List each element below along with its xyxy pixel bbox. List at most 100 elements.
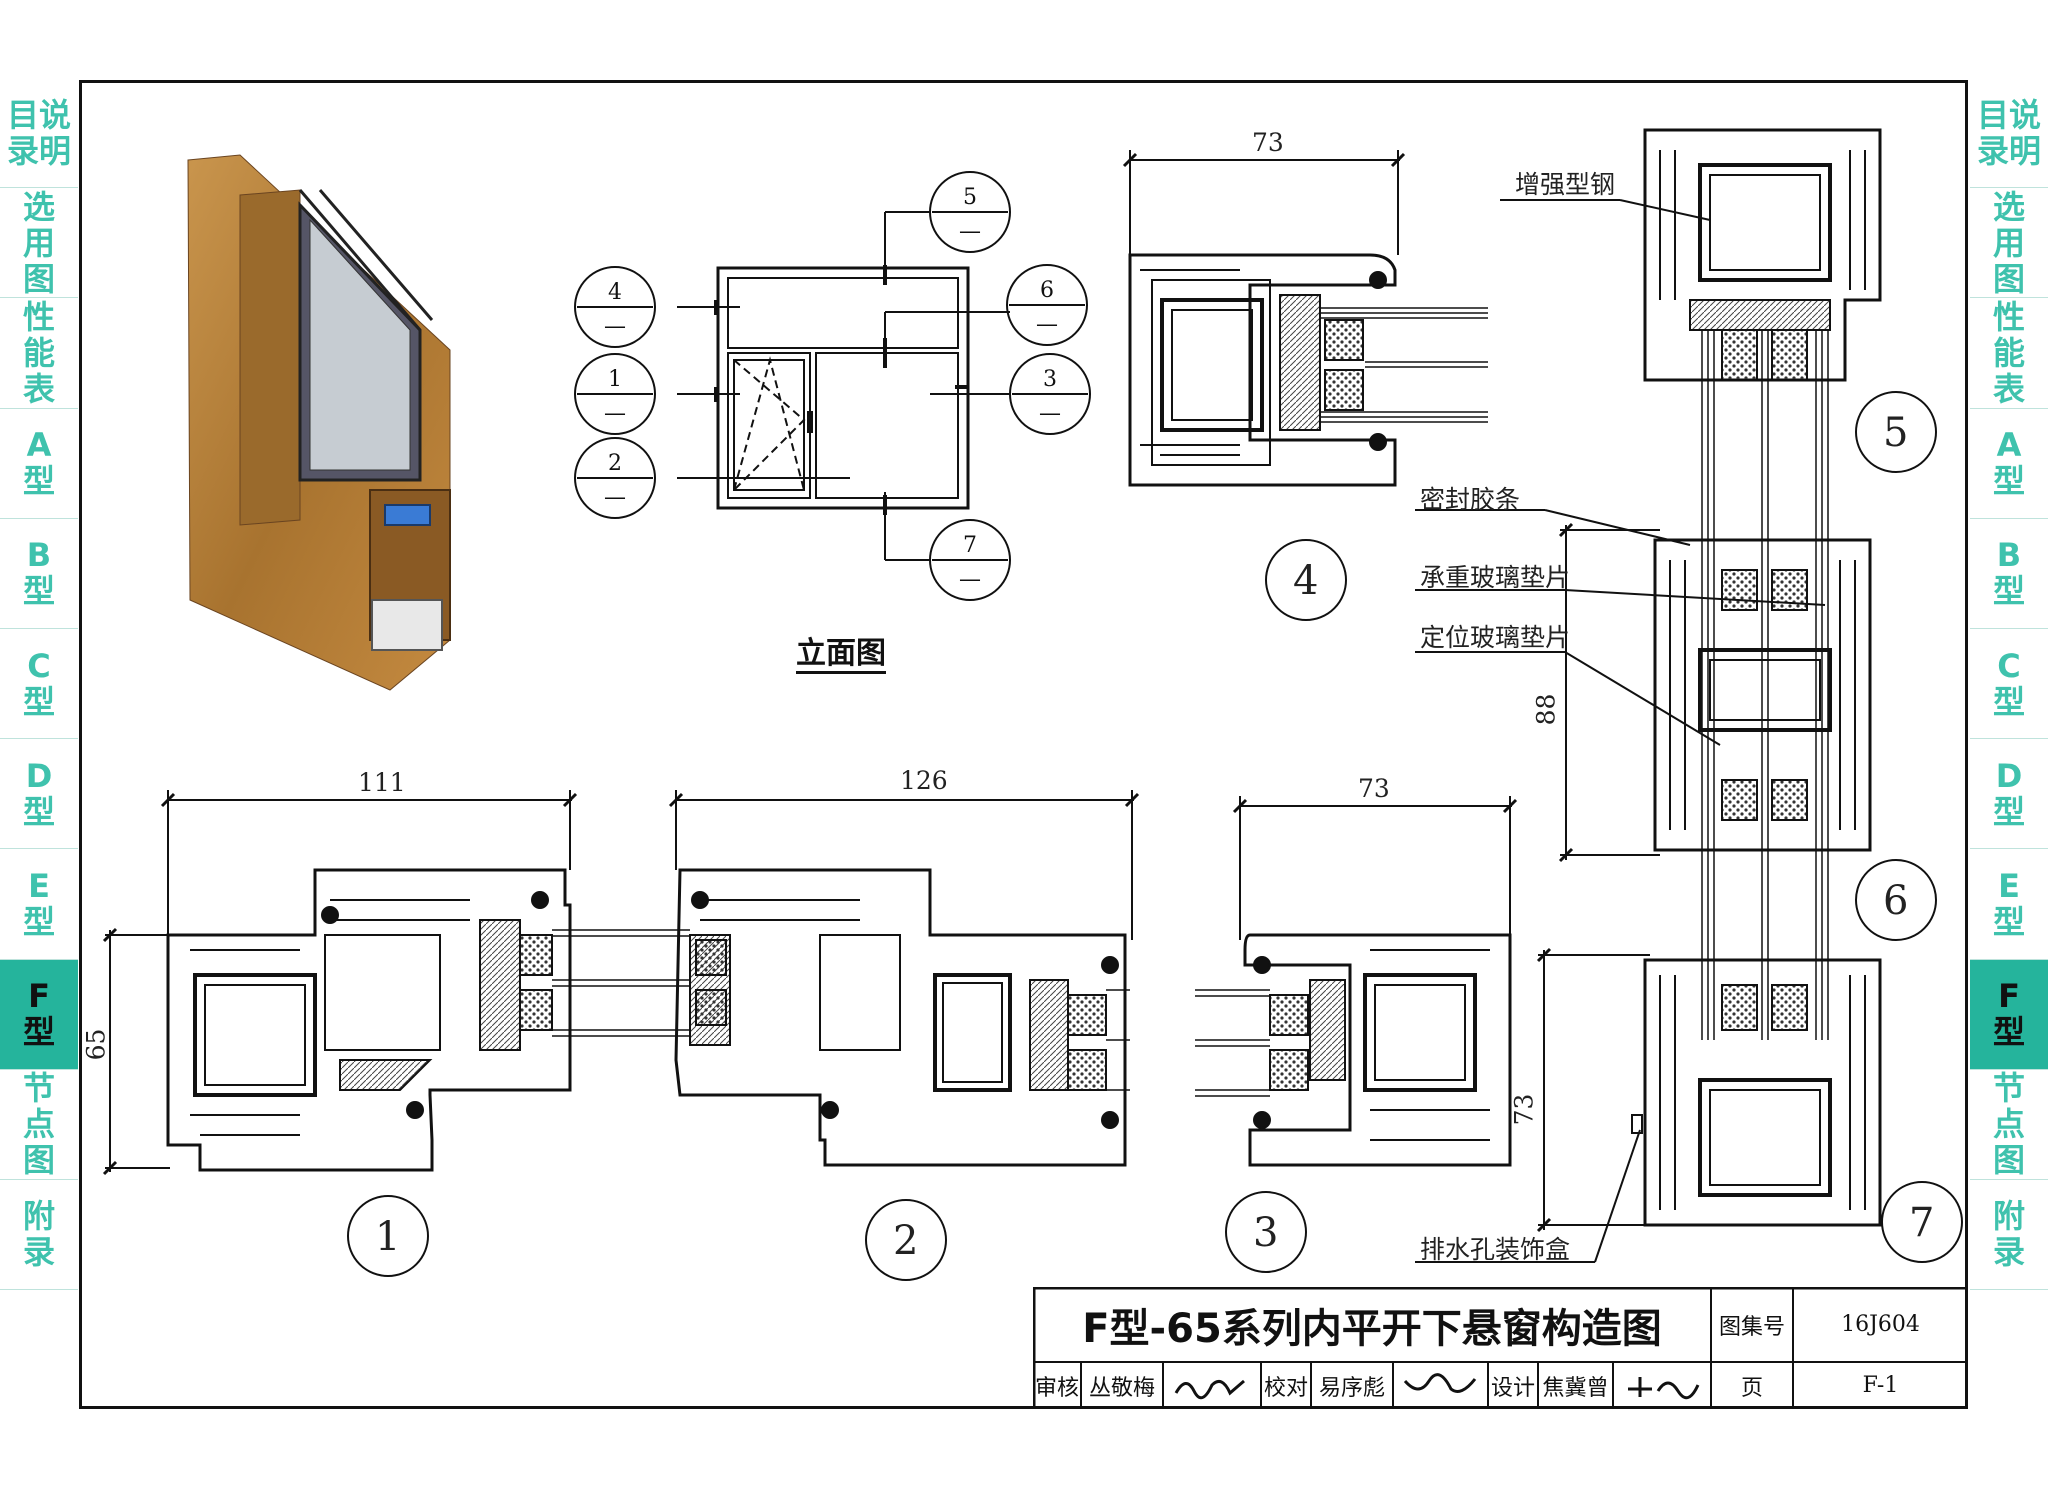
svg-text:—: — — [604, 314, 626, 339]
side-tab-label: 目说 录明 — [1976, 95, 2041, 170]
side-tab-6[interactable]: D 型 — [1970, 739, 2048, 850]
dim-section-6-height: 88 — [1531, 693, 1561, 726]
side-tab-3[interactable]: A 型 — [0, 409, 78, 519]
reviewer: 丛敬梅 — [1088, 1375, 1155, 1401]
drawing-frame — [79, 80, 1968, 1409]
side-tab-label: E 型 — [1992, 866, 2025, 941]
svg-text:—: — — [959, 219, 981, 244]
callout-drain: 排水孔装饰盒 — [1420, 1235, 1571, 1264]
marker-4: 4— — [574, 266, 656, 348]
side-tab-label: 附 录 — [1992, 1197, 2025, 1272]
side-tab-2[interactable]: 性 能 表 — [1970, 298, 2048, 409]
section-label-7: 7 — [1909, 1200, 1935, 1246]
svg-text:1: 1 — [608, 367, 622, 392]
svg-text:2: 2 — [608, 451, 622, 476]
side-tab-8[interactable]: F 型 — [1970, 959, 2048, 1070]
svg-text:—: — — [1039, 401, 1061, 426]
side-tab-label: D 型 — [22, 756, 55, 831]
atlas-no: 16J604 — [1841, 1312, 1920, 1337]
side-tab-4[interactable]: B 型 — [0, 519, 78, 629]
side-tab-4[interactable]: B 型 — [1970, 519, 2048, 629]
design-label: 设计 — [1490, 1375, 1535, 1401]
side-tab-1[interactable]: 选 用 图 — [0, 187, 78, 299]
svg-text:3: 3 — [1043, 367, 1057, 392]
section-4-drawing — [1122, 150, 1488, 487]
side-tab-3[interactable]: A 型 — [1970, 409, 2048, 519]
marker-7: 7— — [929, 519, 1011, 601]
side-tab-8[interactable]: F 型 — [0, 959, 78, 1070]
designer: 焦冀曾 — [1542, 1375, 1609, 1401]
side-tab-label: F 型 — [22, 977, 55, 1052]
side-tabs-right: 目说 录明选 用 图性 能 表 A 型 B 型 C 型 D 型 E 型 F 型节 点 图附 … — [1970, 78, 2048, 1291]
side-tab-label: 选 用 图 — [22, 187, 55, 298]
vertical-sections-drawing — [1415, 128, 1882, 1263]
drawing-title: F型-65系列内平开下悬窗构造图 — [1082, 1305, 1662, 1352]
title-block: F型-65系列内平开下悬窗构造图 图集号 16J604 页 F-1 审核 丛敬梅… — [1033, 1287, 1968, 1409]
side-tab-6[interactable]: D 型 — [0, 739, 78, 850]
side-tab-label: D 型 — [1992, 756, 2025, 831]
side-tab-label: B 型 — [1992, 536, 2025, 611]
side-tab-7[interactable]: E 型 — [0, 849, 78, 960]
section-label-1: 1 — [375, 1214, 401, 1260]
callout-seal: 密封胶条 — [1420, 485, 1521, 514]
atlas-no-label: 图集号 — [1718, 1314, 1785, 1340]
check-label: 校对 — [1263, 1375, 1308, 1401]
side-tab-label: C 型 — [1992, 646, 2025, 721]
side-tab-10[interactable]: 附 录 — [1970, 1180, 2048, 1291]
checker: 易序彪 — [1318, 1375, 1385, 1401]
side-tab-5[interactable]: C 型 — [0, 629, 78, 740]
dim-section-3-width: 73 — [1358, 774, 1390, 803]
designer-signature-mark — [1628, 1376, 1700, 1399]
reviewer-signature-mark — [1174, 1379, 1245, 1399]
reviewer-signature — [1163, 1362, 1261, 1409]
side-tab-0[interactable]: 目说 录明 — [0, 78, 78, 189]
callout-locating-pad: 定位玻璃垫片 — [1420, 623, 1571, 652]
section-label-6: 6 — [1883, 878, 1909, 924]
side-tab-0[interactable]: 目说 录明 — [1970, 78, 2048, 189]
section-label-5: 5 — [1883, 410, 1909, 456]
dim-section-4-width: 73 — [1252, 128, 1284, 157]
svg-text:—: — — [604, 401, 626, 426]
elevation-drawing — [677, 211, 1010, 561]
section-3-drawing — [1195, 796, 1518, 1167]
svg-text:—: — — [959, 567, 981, 592]
review-label: 审核 — [1034, 1375, 1079, 1401]
checker-signature-mark — [1403, 1372, 1476, 1393]
side-tab-9[interactable]: 节 点 图 — [0, 1070, 78, 1180]
side-tab-1[interactable]: 选 用 图 — [1970, 187, 2048, 299]
side-tab-2[interactable]: 性 能 表 — [0, 297, 78, 409]
side-tab-label: 目说 录明 — [6, 95, 71, 170]
svg-text:—: — — [1036, 312, 1058, 337]
side-tab-label: E 型 — [22, 866, 55, 941]
section-label-3: 3 — [1253, 1210, 1279, 1256]
section-1-drawing — [102, 790, 625, 1176]
designer-signature — [1613, 1362, 1711, 1409]
section-label-circles — [347, 391, 1963, 1281]
side-tab-label: 节 点 图 — [22, 1069, 55, 1180]
callout-steel: 增强型钢 — [1515, 170, 1616, 199]
side-tab-label: A 型 — [1992, 426, 2025, 501]
svg-text:4: 4 — [608, 280, 622, 305]
svg-text:7: 7 — [963, 533, 977, 558]
side-tab-10[interactable]: 附 录 — [0, 1180, 78, 1291]
title-block-grid — [1033, 1287, 1968, 1409]
side-tab-5[interactable]: C 型 — [1970, 629, 2048, 740]
marker-1: 1— — [574, 353, 656, 435]
side-tab-9[interactable]: 节 点 图 — [1970, 1070, 2048, 1180]
side-tab-label: B 型 — [22, 536, 55, 611]
side-tab-label: F 型 — [1992, 977, 2025, 1052]
dim-section-7-height: 73 — [1509, 1093, 1539, 1126]
side-tab-label: 选 用 图 — [1992, 187, 2025, 298]
side-tab-label: 性 能 表 — [22, 297, 55, 408]
marker-5: 5— — [929, 171, 1011, 253]
window-corner-photo — [187, 154, 451, 691]
page-label: 页 — [1740, 1375, 1763, 1401]
side-tab-label: 附 录 — [22, 1197, 55, 1272]
elevation-markers: 5— 4— 6— 1— 3— 2— 7— — [574, 171, 1091, 601]
section-label-2: 2 — [893, 1218, 919, 1264]
side-tab-7[interactable]: E 型 — [1970, 849, 2048, 960]
dim-section-2-width: 126 — [900, 766, 948, 795]
checker-signature — [1393, 1362, 1488, 1409]
svg-text:5: 5 — [963, 185, 977, 210]
